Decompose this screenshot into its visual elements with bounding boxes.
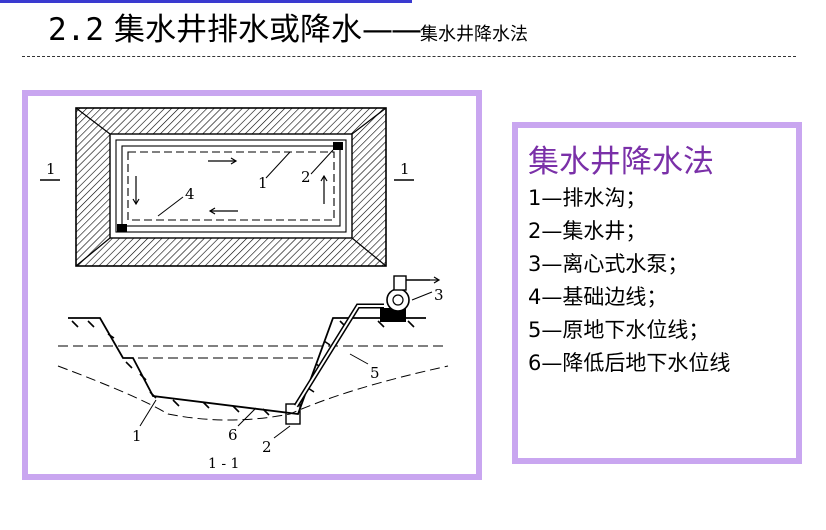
- legend-list: 1—排水沟； 2—集水井； 3—离心式水泵； 4—基础边线； 5—原地下水位线；…: [528, 182, 730, 380]
- plan-pit-bottom: [109, 133, 353, 239]
- drainage-ditch: [115, 139, 347, 233]
- title-main: 集水井排水或降水: [114, 12, 362, 48]
- section-label-3: 3: [434, 286, 444, 304]
- foundation-edge-line: [127, 151, 335, 221]
- centrifugal-pump: [380, 275, 441, 322]
- legend-item: 3—离心式水泵；: [528, 252, 689, 276]
- section-view: 3 5 1 6 2 1 - 1: [57, 275, 449, 472]
- section-caption: 1 - 1: [208, 456, 239, 472]
- legend-item: 6—降低后地下水位线: [528, 351, 731, 375]
- section-number: 2.2: [48, 12, 104, 48]
- legend-panel: 集水井降水法 1—排水沟； 2—集水井； 3—离心式水泵； 4—基础边线； 5—…: [512, 122, 802, 464]
- legend-item: 1—排水沟；: [528, 186, 647, 210]
- plan-label-1: 1: [258, 174, 268, 192]
- soil-marks: [71, 320, 415, 416]
- title-divider: [22, 56, 796, 57]
- plan-view: 1 2 4 1 1: [40, 107, 414, 267]
- legend-item: 4—基础边线；: [528, 285, 668, 309]
- section-mark-right: 1: [400, 160, 410, 178]
- section-mark-left: 1: [46, 160, 56, 178]
- title-subtitle: 集水井降水法: [420, 24, 528, 45]
- title-dash: ——: [362, 12, 422, 48]
- legend-item: 5—原地下水位线；: [528, 318, 710, 342]
- lowered-water-table: [57, 365, 449, 421]
- section-label-2: 2: [262, 438, 272, 456]
- section-label-6: 6: [228, 426, 238, 444]
- slide-title: 2.2 集水井排水或降水——集水井降水法: [48, 4, 528, 48]
- section-label-5: 5: [370, 364, 380, 382]
- pit-dewatering-diagram: 1 2 4 1 1: [40, 107, 449, 472]
- section-label-1: 1: [132, 427, 142, 445]
- flow-arrows: [132, 157, 328, 215]
- sump-well-plan: [333, 142, 343, 150]
- plan-label-2: 2: [301, 168, 311, 186]
- sump-well-section: [285, 403, 301, 425]
- top-accent-bar: [0, 0, 412, 3]
- plan-label-4: 4: [185, 185, 195, 203]
- diagram-frame: 1 2 4 1 1: [22, 90, 482, 480]
- legend-title: 集水井降水法: [528, 144, 714, 180]
- legend-item: 2—集水井；: [528, 219, 647, 243]
